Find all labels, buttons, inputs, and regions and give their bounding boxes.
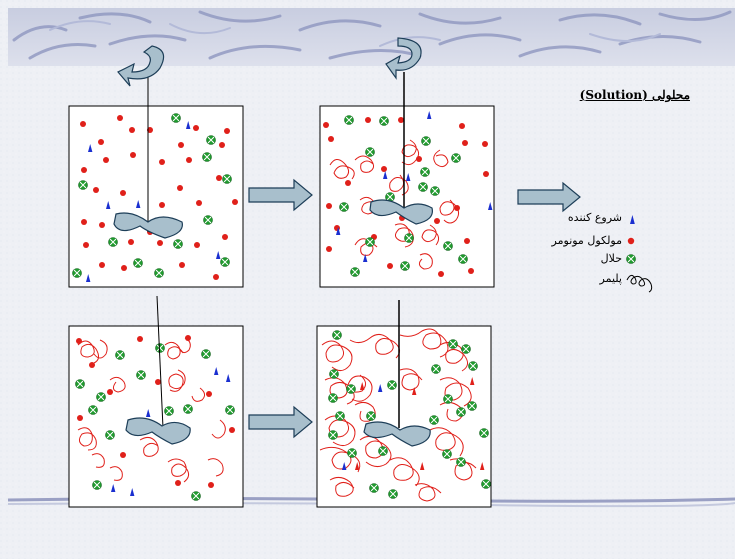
reactor-panel-3: [68, 295, 244, 508]
stirrer-4: [363, 300, 431, 447]
process-arrow-3-icon: [248, 405, 313, 439]
stirrer-3: [125, 295, 191, 445]
reactor-panel-2: [319, 37, 495, 288]
stirrer-1: [113, 70, 183, 239]
polymer-icon: [626, 274, 653, 293]
polymer-ends: [355, 377, 485, 470]
monomer-icon: [627, 237, 635, 245]
solvent-dots: [328, 330, 491, 499]
initiator-icon: [630, 215, 635, 224]
initiator-triangles: [336, 111, 493, 262]
diagram-title: محلولی (Solution): [579, 88, 690, 102]
initiator-triangles: [342, 384, 383, 470]
polymer-chains: [77, 337, 226, 483]
process-arrow-2-icon: [517, 181, 581, 213]
rotation-arrow-icon: [117, 45, 165, 87]
legend-icons: [626, 215, 653, 293]
rotation-arrow-icon: [385, 37, 422, 80]
legend-label-solvent: حلال: [600, 252, 622, 265]
legend-label-initiator: شروع کننده: [567, 211, 622, 224]
monomer-dots: [76, 335, 235, 488]
process-arrow-1-icon: [248, 178, 313, 212]
initiator-triangles: [86, 121, 221, 282]
reactor-panel-4: [316, 300, 492, 508]
solvent-dots: [72, 113, 232, 278]
legend-label-monomer: مولکول مونومر: [551, 234, 622, 247]
top-decorative-band: [8, 8, 735, 66]
initiator-triangles: [111, 367, 231, 496]
solvent-dots: [75, 343, 235, 501]
legend-label-polymer: پلیمر: [599, 272, 622, 285]
stirrer-2: [369, 72, 434, 225]
reactor-panel-1: [68, 45, 244, 288]
solvent-icon: [626, 254, 636, 264]
